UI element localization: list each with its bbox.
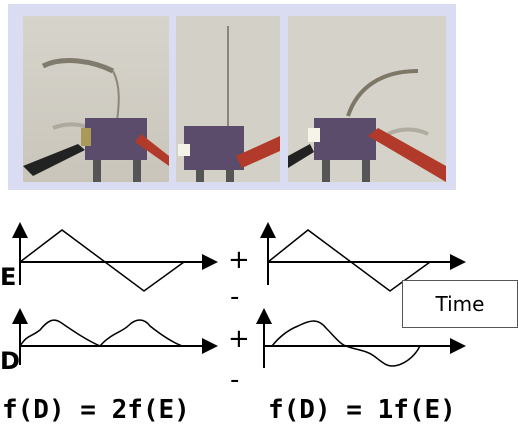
d-right-axes (256, 308, 466, 368)
plus-sign-top: + (228, 245, 250, 275)
d-left-axes (12, 308, 218, 365)
d-left-waveform (19, 319, 183, 347)
d-right-waveform (271, 320, 421, 367)
plus-sign-bottom: + (228, 324, 250, 354)
label-d: D (0, 347, 20, 375)
photo-panel (8, 4, 456, 190)
e-left-axes (12, 222, 218, 285)
formula-right: f(D) = 1f(E) (268, 395, 456, 425)
label-e: E (0, 263, 16, 291)
time-label: Time (435, 292, 485, 316)
photo-center (176, 16, 280, 182)
e-right-axes (260, 222, 466, 285)
photo-right (288, 16, 446, 182)
formula-left: f(D) = 2f(E) (2, 395, 190, 425)
minus-sign-top: - (230, 282, 239, 312)
e-right-waveform (267, 229, 431, 292)
minus-sign-bottom: - (230, 365, 239, 395)
e-left-waveform (19, 229, 185, 292)
time-label-box: Time (402, 280, 518, 328)
photo-left (23, 16, 169, 182)
